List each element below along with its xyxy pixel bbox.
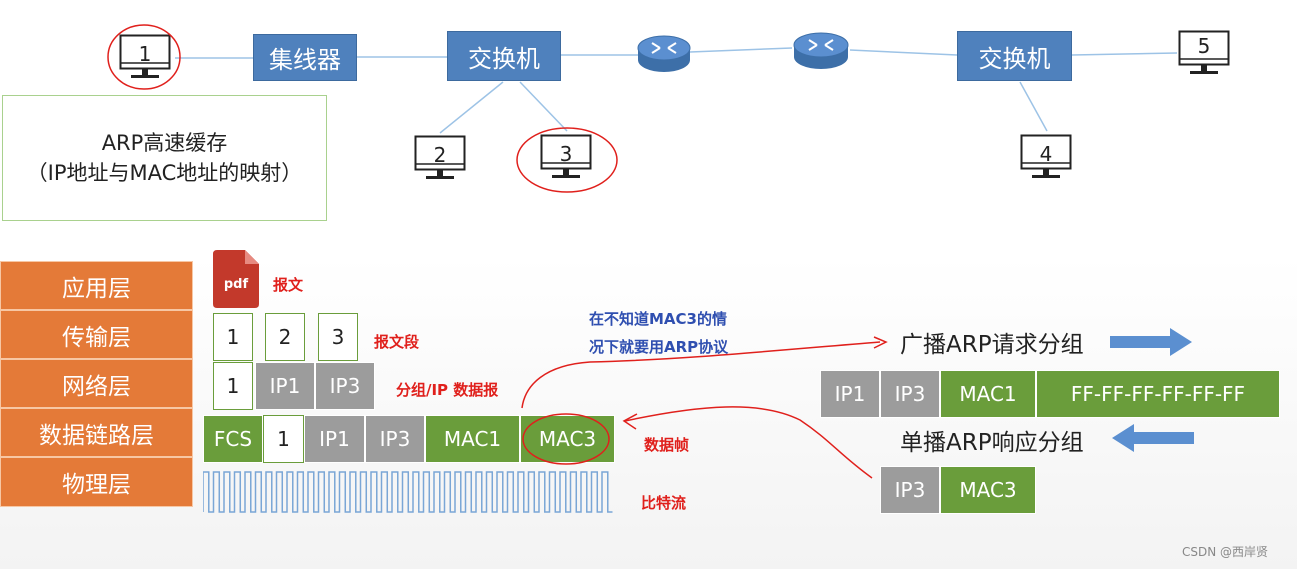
arp-request-ip1: IP1 [820, 370, 880, 418]
arp-cache-subtitle: （IP地址与MAC地址的映射） [26, 161, 303, 185]
switch-label-1: 交换机 [468, 44, 540, 73]
label-message: 报文 [273, 276, 304, 294]
frame-fcs: FCS [203, 415, 263, 463]
host-2-number: 2 [433, 143, 447, 167]
circle-mac3 [522, 413, 610, 465]
computer-icon [540, 134, 592, 178]
switch-label-2: 交换机 [978, 44, 1051, 73]
arp-reply-ip3: IP3 [880, 466, 940, 514]
label-packet: 分组/IP 数据报 [396, 381, 499, 399]
frame-ip1: IP1 [304, 415, 365, 463]
bitstream-waveform [203, 471, 613, 513]
computer-icon [414, 135, 466, 179]
hub-box: 集线器 [253, 34, 357, 81]
note-line-1: 在不知道MAC3的情 [589, 310, 727, 328]
computer-icon [119, 34, 171, 78]
frame-data: 1 [263, 415, 304, 463]
circle-host-3 [516, 127, 618, 193]
arp-request-mac1: MAC1 [940, 370, 1036, 418]
packet-data: 1 [213, 362, 253, 410]
switch-box-1: 交换机 [447, 31, 561, 81]
layer-transport: 传输层 [0, 310, 193, 359]
router-icon-1 [637, 35, 691, 72]
note-line-2: 况下就要用ARP协议 [589, 338, 729, 356]
frame-mac1: MAC1 [425, 415, 520, 463]
arp-request-broadcast-mac: FF-FF-FF-FF-FF-FF [1036, 370, 1280, 418]
arp-cache-box: ARP高速缓存 （IP地址与MAC地址的映射） [2, 95, 327, 221]
pdf-icon: pdf [213, 250, 259, 308]
arp-cache-title: ARP高速缓存 [101, 131, 228, 155]
arrowhead-broadcast [873, 336, 888, 349]
label-broadcast: 广播ARP请求分组 [900, 332, 1084, 358]
label-unicast: 单播ARP响应分组 [900, 430, 1084, 456]
layer-physical: 物理层 [0, 457, 193, 507]
arrow-right-icon [1110, 328, 1192, 356]
curve-to-broadcast [521, 341, 881, 409]
router-icon-2 [793, 32, 849, 69]
layer-network: 网络层 [0, 359, 193, 408]
host-4: 4 [1020, 134, 1072, 182]
computer-icon [1020, 134, 1072, 178]
host-5: 5 [1178, 30, 1230, 78]
frame-ip3: IP3 [365, 415, 425, 463]
host-3-number: 3 [559, 142, 573, 166]
segment-2: 2 [265, 313, 305, 361]
computer-icon [1178, 30, 1230, 74]
arrow-left-icon [1112, 424, 1194, 452]
label-frame: 数据帧 [644, 436, 690, 454]
hub-label: 集线器 [269, 46, 341, 74]
segment-3: 3 [318, 313, 358, 361]
arp-reply-mac3: MAC3 [940, 466, 1036, 514]
arp-request-ip3: IP3 [880, 370, 940, 418]
circle-host-1 [107, 24, 181, 90]
layer-application: 应用层 [0, 261, 193, 310]
host-3: 3 [540, 134, 592, 182]
host-2: 2 [414, 135, 466, 183]
host-5-number: 5 [1197, 34, 1211, 58]
curve-from-reply [624, 406, 873, 479]
host-1: 1 [119, 34, 171, 82]
pdf-icon-text: pdf [223, 277, 249, 292]
layer-datalink: 数据链路层 [0, 408, 193, 457]
arrowhead-reply [622, 413, 638, 430]
segment-1: 1 [213, 313, 253, 361]
label-segment: 报文段 [374, 333, 420, 351]
switch-box-2: 交换机 [957, 31, 1072, 81]
label-bitstream: 比特流 [641, 494, 687, 512]
packet-ip1: IP1 [255, 362, 315, 410]
watermark: CSDN @西岸贤 [1182, 545, 1269, 559]
host-4-number: 4 [1039, 142, 1053, 166]
host-1-number: 1 [138, 42, 152, 66]
packet-ip3: IP3 [315, 362, 375, 410]
